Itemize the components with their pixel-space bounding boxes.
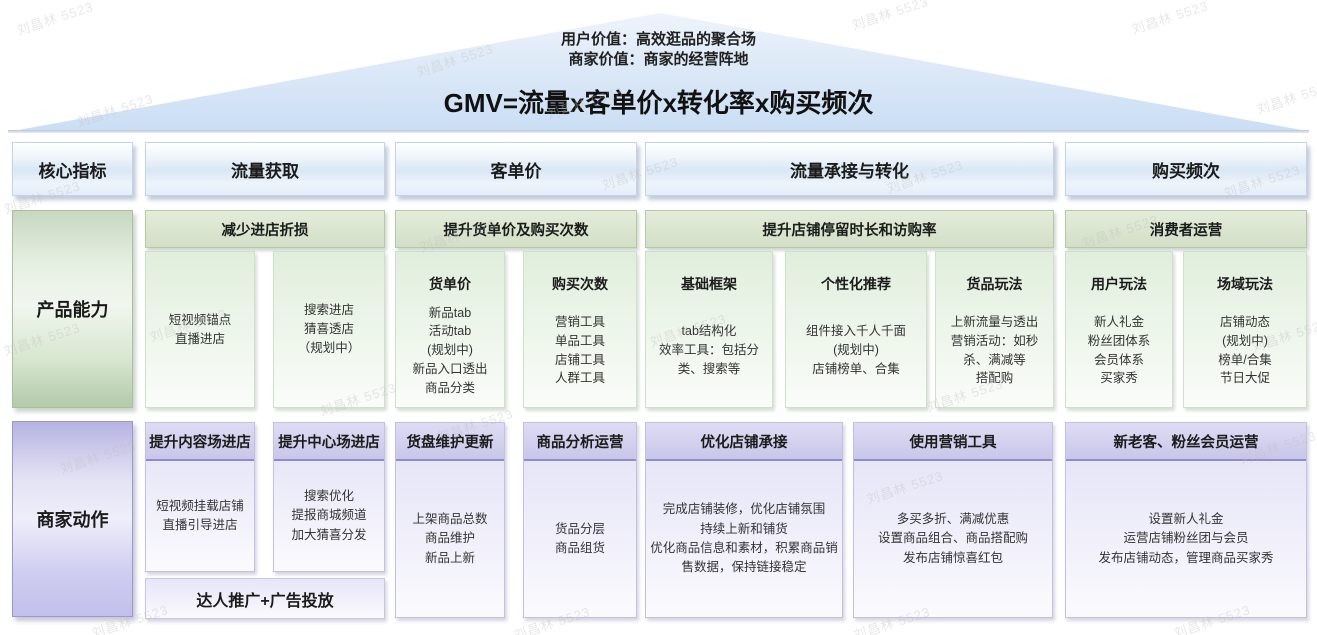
product-box-video-anchor: 短视频锚点 直播进店 — [145, 251, 255, 408]
merchant-box-goods-maintenance: 货盘维护更新 上架商品总数 商品维护 新品上新 — [395, 422, 505, 618]
column-header-average-order-value: 客单价 — [395, 142, 637, 196]
merchant-value-line: 商家价值：商家的经营阵地 — [568, 51, 749, 68]
product-box-title: 货单价 — [429, 276, 471, 292]
product-box-goods-unit-price: 货单价 新品tab 活动tab (规划中) 新品入口透出 商品分类 — [395, 251, 505, 408]
product-box-search-entry: 搜索进店 猜喜透店 （规划中） — [273, 251, 385, 408]
product-box-title: 个性化推荐 — [821, 276, 891, 292]
merchant-box-lines: 设置新人礼金 运营店铺粉丝团与会员 发布店铺动态，管理商品买家秀 — [1098, 511, 1274, 565]
product-box-lines: 组件接入千人千面 (规划中) 店铺榜单、合集 — [805, 324, 906, 376]
product-box-title: 基础框架 — [681, 276, 737, 292]
merchant-box-optimize-store: 优化店铺承接 完成店铺装修，优化店铺氛围 持续上新和铺货 优化商品信息和素材，积… — [645, 422, 843, 618]
row-label-product-capability: 产品能力 — [12, 210, 133, 408]
product-box-title: 货品玩法 — [966, 276, 1023, 292]
merchant-box-marketing-tools: 使用营销工具 多买多折、满减优惠 设置商品组合、商品搭配购 发布店铺惊喜红包 — [853, 422, 1053, 618]
merchant-box-title: 优化店铺承接 — [646, 423, 842, 461]
merchant-box-content-entry: 提升内容场进店 短视频挂载店铺 直播引导进店 — [145, 422, 255, 572]
user-value-line: 用户价值：高效逛品的聚合场 — [560, 31, 756, 48]
product-box-lines: 营销工具 单品工具 店铺工具 人群工具 — [554, 315, 605, 386]
merchant-box-title: 新老客、粉丝会员运营 — [1066, 423, 1306, 461]
merchant-box-lines: 短视频挂载店铺 直播引导进店 — [156, 498, 244, 532]
merchant-box-central-entry: 提升中心场进店 搜索优化 提报商城频道 加大猜喜分发 — [273, 422, 385, 572]
merchant-box-product-analysis: 商品分析运营 货品分层 商品组货 — [523, 422, 637, 618]
merchant-box-title: 提升内容场进店 — [146, 423, 254, 461]
row-label-merchant-action: 商家动作 — [12, 421, 133, 617]
product-box-lines: 短视频锚点 直播进店 — [168, 312, 232, 346]
section-header-reduce-entry-loss: 减少进店折损 — [145, 210, 385, 248]
product-box-lines: 新人礼金 粉丝团体系 会员体系 买家秀 — [1087, 315, 1151, 386]
merchant-box-title: 提升中心场进店 — [274, 423, 384, 461]
gmv-formula: GMV=流量x客单价x转化率x购买频次 — [443, 88, 874, 118]
merchant-box-lines: 货品分层 商品组货 — [554, 521, 605, 555]
product-box-lines: 上新流量与透出 营销活动：如秒 杀、满减等 搭配购 — [950, 315, 1039, 386]
section-header-consumer-operation: 消费者运营 — [1065, 210, 1307, 248]
product-box-basic-framework: 基础框架 tab结构化 效率工具：包括分 类、搜索等 — [645, 251, 773, 408]
row-label-core-metrics: 核心指标 — [12, 142, 133, 196]
product-box-title: 购买次数 — [552, 276, 608, 292]
merchant-box-lines: 完成店铺装修，优化店铺氛围 持续上新和铺货 优化商品信息和素材，积累商品销 售数… — [650, 502, 838, 575]
merchant-box-title: 商品分析运营 — [524, 423, 636, 461]
merchant-box-lines: 多买多折、满减优惠 设置商品组合、商品搭配购 发布店铺惊喜红包 — [877, 511, 1028, 565]
product-box-lines: 搜索进店 猜喜透店 （规划中） — [297, 303, 361, 355]
section-header-raise-unit-price: 提升货单价及购买次数 — [395, 210, 637, 248]
merchant-box-title: 使用营销工具 — [854, 423, 1052, 461]
merchant-box-lines: 搜索优化 提报商城频道 加大猜喜分发 — [291, 488, 367, 542]
product-box-title: 场域玩法 — [1217, 276, 1273, 292]
merchant-box-fan-member-operation: 新老客、粉丝会员运营 设置新人礼金 运营店铺粉丝团与会员 发布店铺动态，管理商品… — [1065, 422, 1307, 618]
column-header-traffic-conversion: 流量承接与转化 — [645, 142, 1054, 196]
merchant-box-promotion-ads: 达人推广+广告投放 — [145, 578, 385, 619]
product-box-title: 用户玩法 — [1091, 276, 1147, 292]
column-header-traffic-acquisition: 流量获取 — [145, 142, 385, 196]
product-box-lines: 店铺动态 (规划中) 榜单/合集 节日大促 — [1218, 315, 1272, 386]
product-box-lines: tab结构化 效率工具：包括分 类、搜索等 — [658, 324, 759, 376]
product-box-goods-play: 货品玩法 上新流量与透出 营销活动：如秒 杀、满减等 搭配购 — [935, 251, 1054, 408]
product-box-personalized-recommendation: 个性化推荐 组件接入千人千面 (规划中) 店铺榜单、合集 — [785, 251, 927, 408]
watermark-text: 刘昌林 5523 — [849, 0, 931, 33]
merchant-box-title: 货盘维护更新 — [396, 423, 504, 461]
product-box-user-play: 用户玩法 新人礼金 粉丝团体系 会员体系 买家秀 — [1065, 251, 1173, 408]
product-box-purchase-count: 购买次数 营销工具 单品工具 店铺工具 人群工具 — [523, 251, 637, 408]
merchant-box-lines: 上架商品总数 商品维护 新品上新 — [412, 511, 488, 565]
column-header-purchase-frequency: 购买频次 — [1065, 142, 1307, 196]
roof-base-line — [8, 130, 1309, 133]
product-box-lines: 新品tab 活动tab (规划中) 新品入口透出 商品分类 — [412, 305, 488, 395]
section-header-store-dwell-time: 提升店铺停留时长和访购率 — [645, 210, 1054, 248]
product-box-domain-play: 场域玩法 店铺动态 (规划中) 榜单/合集 节日大促 — [1183, 251, 1307, 408]
value-statements: 用户价值：高效逛品的聚合场 商家价值：商家的经营阵地 — [0, 30, 1317, 70]
